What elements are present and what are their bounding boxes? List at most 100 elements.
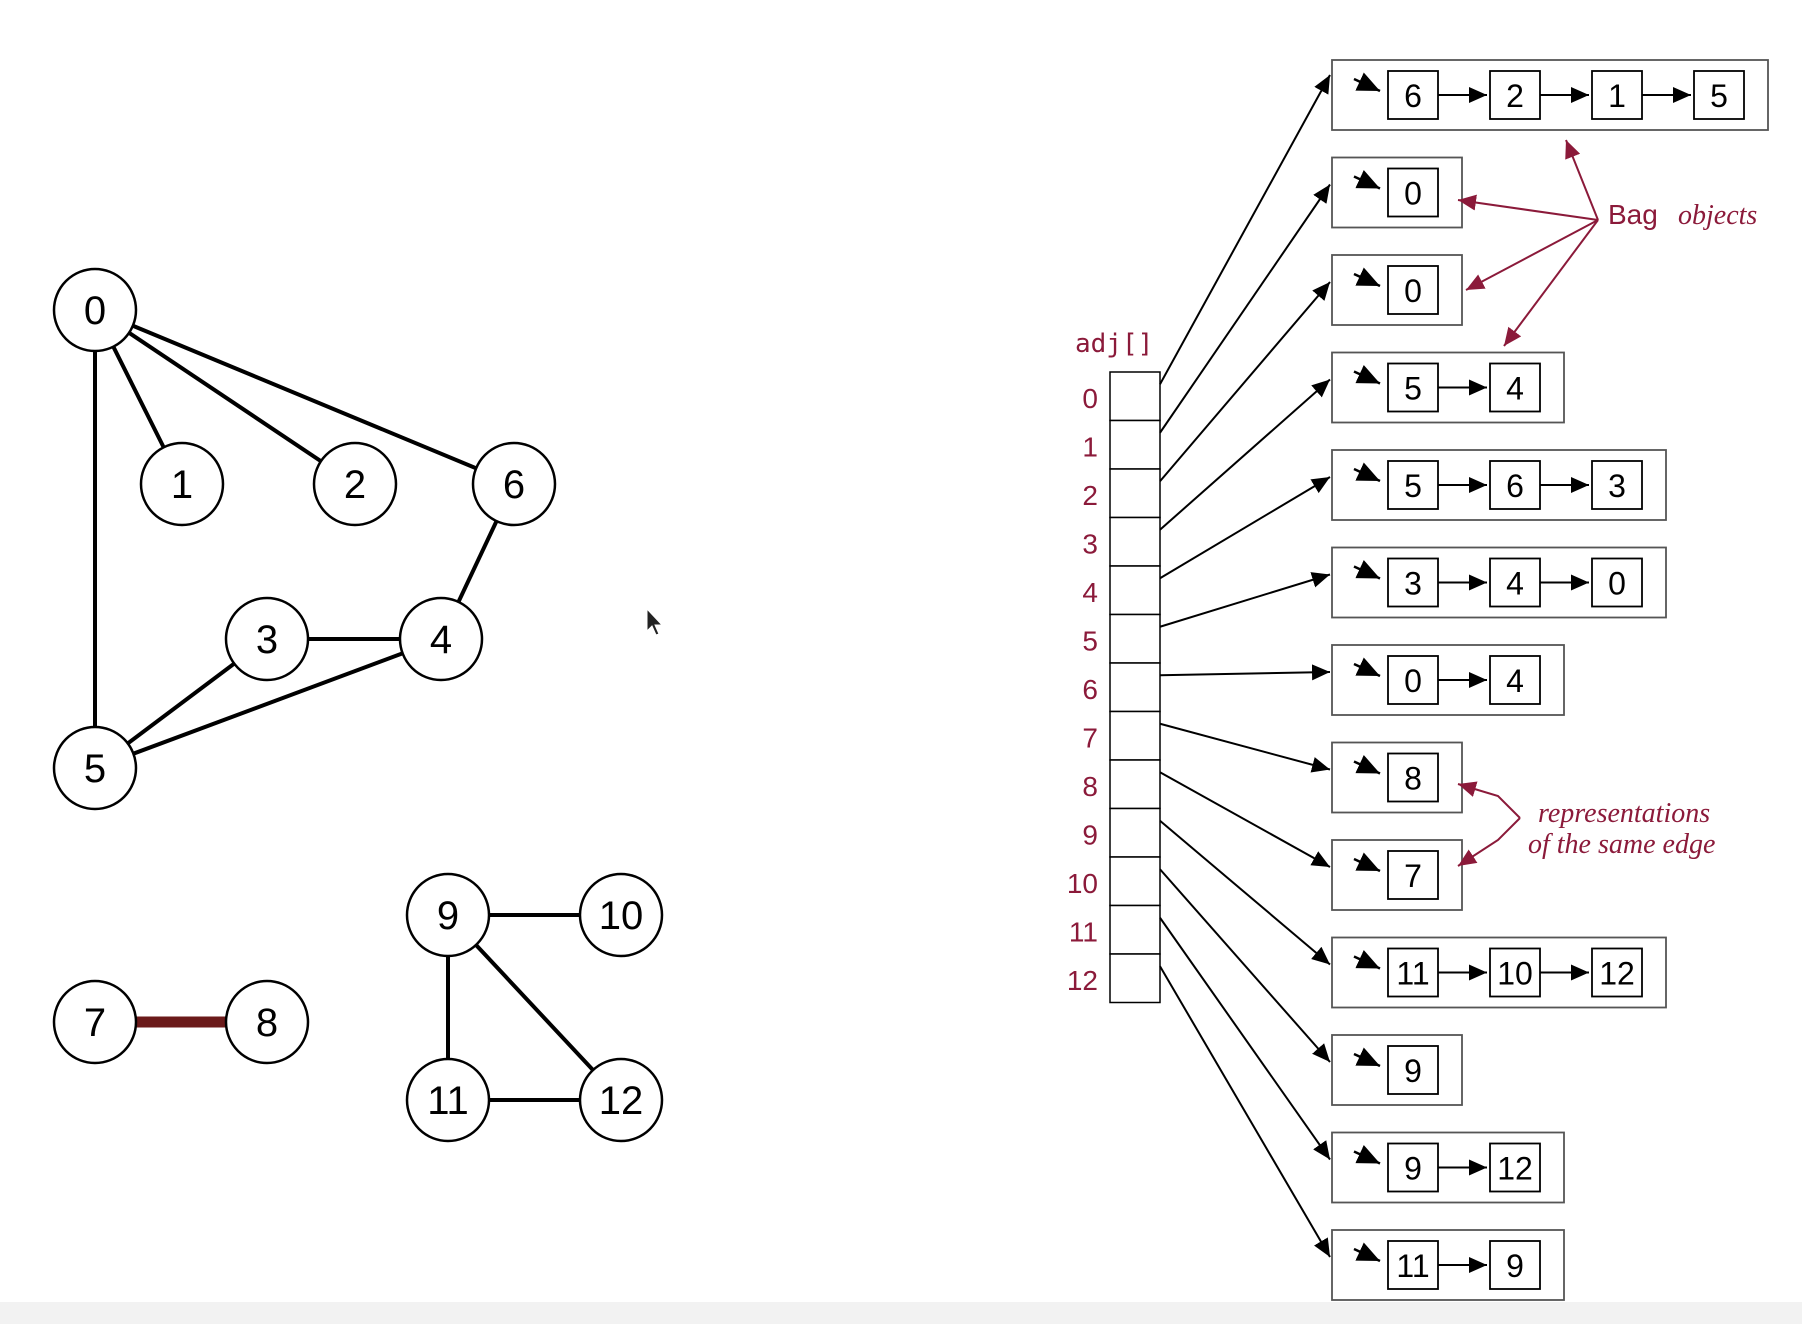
adj-pointer-arrow-12	[1159, 965, 1331, 1258]
bag-head-pointer	[1353, 559, 1381, 580]
bag-node-value: 0	[1404, 176, 1422, 212]
adj-pointer-arrow-3	[1159, 378, 1331, 531]
bag-head-pointer	[1353, 267, 1381, 288]
bag-node-value: 4	[1506, 566, 1524, 602]
graph-node-label: 1	[171, 463, 193, 507]
bag-node-value: 11	[1396, 956, 1429, 992]
bag-node-value: 7	[1404, 858, 1422, 894]
bag-head-pointer	[1353, 949, 1381, 970]
bag-node	[1591, 947, 1643, 998]
graph-node-label: 9	[437, 894, 459, 938]
adj-index-label: 3	[1082, 528, 1098, 559]
bag-node-value: 10	[1497, 956, 1533, 992]
graph-edge-4-5	[94, 637, 442, 770]
adj-cell-0	[1109, 371, 1161, 422]
bag-node-value: 0	[1608, 566, 1626, 602]
bag-node	[1693, 70, 1745, 120]
graph-node-circle	[471, 441, 557, 527]
graph-node-label: 10	[599, 894, 644, 938]
bag-node	[1387, 265, 1439, 315]
adj-pointer-arrow-5	[1159, 572, 1331, 628]
adj-array-label: adj[]	[1075, 329, 1153, 359]
bag-node-value: 5	[1710, 78, 1728, 114]
graph-node-circle	[224, 979, 310, 1065]
graph-node-0: 0	[52, 267, 138, 353]
bag-node	[1387, 947, 1439, 998]
adj-cell-1	[1109, 419, 1161, 470]
bag-node	[1387, 752, 1439, 803]
graph-node-circle	[224, 596, 310, 682]
graph-node-label: 12	[599, 1079, 644, 1123]
bag-pointer-arrows	[1159, 74, 1331, 1258]
adj-cell-10	[1109, 856, 1161, 907]
graph-node-circle	[139, 441, 225, 527]
adj-cell-5	[1109, 613, 1161, 664]
adj-pointer-arrow-8	[1159, 771, 1331, 868]
bag-node	[1489, 1142, 1541, 1193]
bag-node-value: 9	[1506, 1248, 1524, 1284]
graph-node-12: 12	[578, 1057, 664, 1143]
annotation-arrows	[1457, 139, 1599, 867]
bag-node-value: 12	[1599, 956, 1635, 992]
graph-edge-0-6	[94, 308, 515, 486]
bag-node-value: 8	[1404, 761, 1422, 797]
bag-node-value: 11	[1396, 1248, 1429, 1284]
bag-node-value: 2	[1506, 78, 1524, 114]
adj-pointer-arrow-0	[1159, 74, 1331, 385]
adj-cell-7	[1109, 710, 1161, 761]
bag-head-pointer	[1353, 1144, 1381, 1165]
adj-pointer-arrow-6	[1159, 664, 1331, 681]
adj-pointer-arrow-1	[1159, 183, 1331, 434]
bag-node	[1387, 655, 1439, 705]
adj-pointer-arrow-2	[1159, 281, 1331, 482]
bag-object-8: 7	[1331, 839, 1463, 911]
bag-node	[1387, 1142, 1439, 1193]
bag-node-value: 5	[1404, 468, 1422, 504]
adj-index-label: 0	[1082, 383, 1098, 414]
bag-node	[1489, 1240, 1541, 1290]
bag-object-12: 11 9	[1331, 1229, 1565, 1301]
graph-node-circle	[312, 441, 398, 527]
bottom-bar	[0, 1302, 1802, 1324]
graph-node-6: 6	[471, 441, 557, 527]
adj-index-label: 6	[1082, 674, 1098, 705]
bag-node-value: 9	[1404, 1151, 1422, 1187]
adj-index-label: 1	[1082, 431, 1098, 462]
annotation-objects-word: objects	[1678, 200, 1757, 231]
graph-node-5: 5	[52, 725, 138, 811]
graph-node-3: 3	[224, 596, 310, 682]
annotation-rep-line2: of the same edge	[1528, 829, 1715, 860]
adj-index-label: 8	[1082, 771, 1098, 802]
graph-node-circle	[398, 596, 484, 682]
adj-cell-11	[1109, 904, 1161, 955]
graph-node-circle	[52, 725, 138, 811]
edge-annotation-arrow-0	[1457, 781, 1521, 819]
bag-node	[1489, 655, 1541, 705]
bag-node-value: 4	[1506, 371, 1524, 407]
graph-node-label: 5	[84, 747, 106, 791]
bag-node-value: 6	[1506, 468, 1524, 504]
bag-annotation-arrow-1	[1457, 194, 1599, 221]
graph-node-circle	[578, 872, 664, 958]
bag-node	[1489, 70, 1541, 120]
bag-node	[1489, 460, 1541, 510]
adj-cell-4	[1109, 565, 1161, 616]
bag-node-value: 0	[1404, 663, 1422, 699]
bag-head-pointer	[1353, 1047, 1381, 1068]
mouse-cursor-icon	[646, 607, 664, 636]
graph-node-circle	[405, 872, 491, 958]
bag-annotation-arrow-3	[1503, 219, 1599, 347]
bag-node	[1387, 1240, 1439, 1290]
adj-pointer-arrow-10	[1159, 868, 1331, 1063]
edge-annotation-arrow-1	[1457, 817, 1521, 867]
